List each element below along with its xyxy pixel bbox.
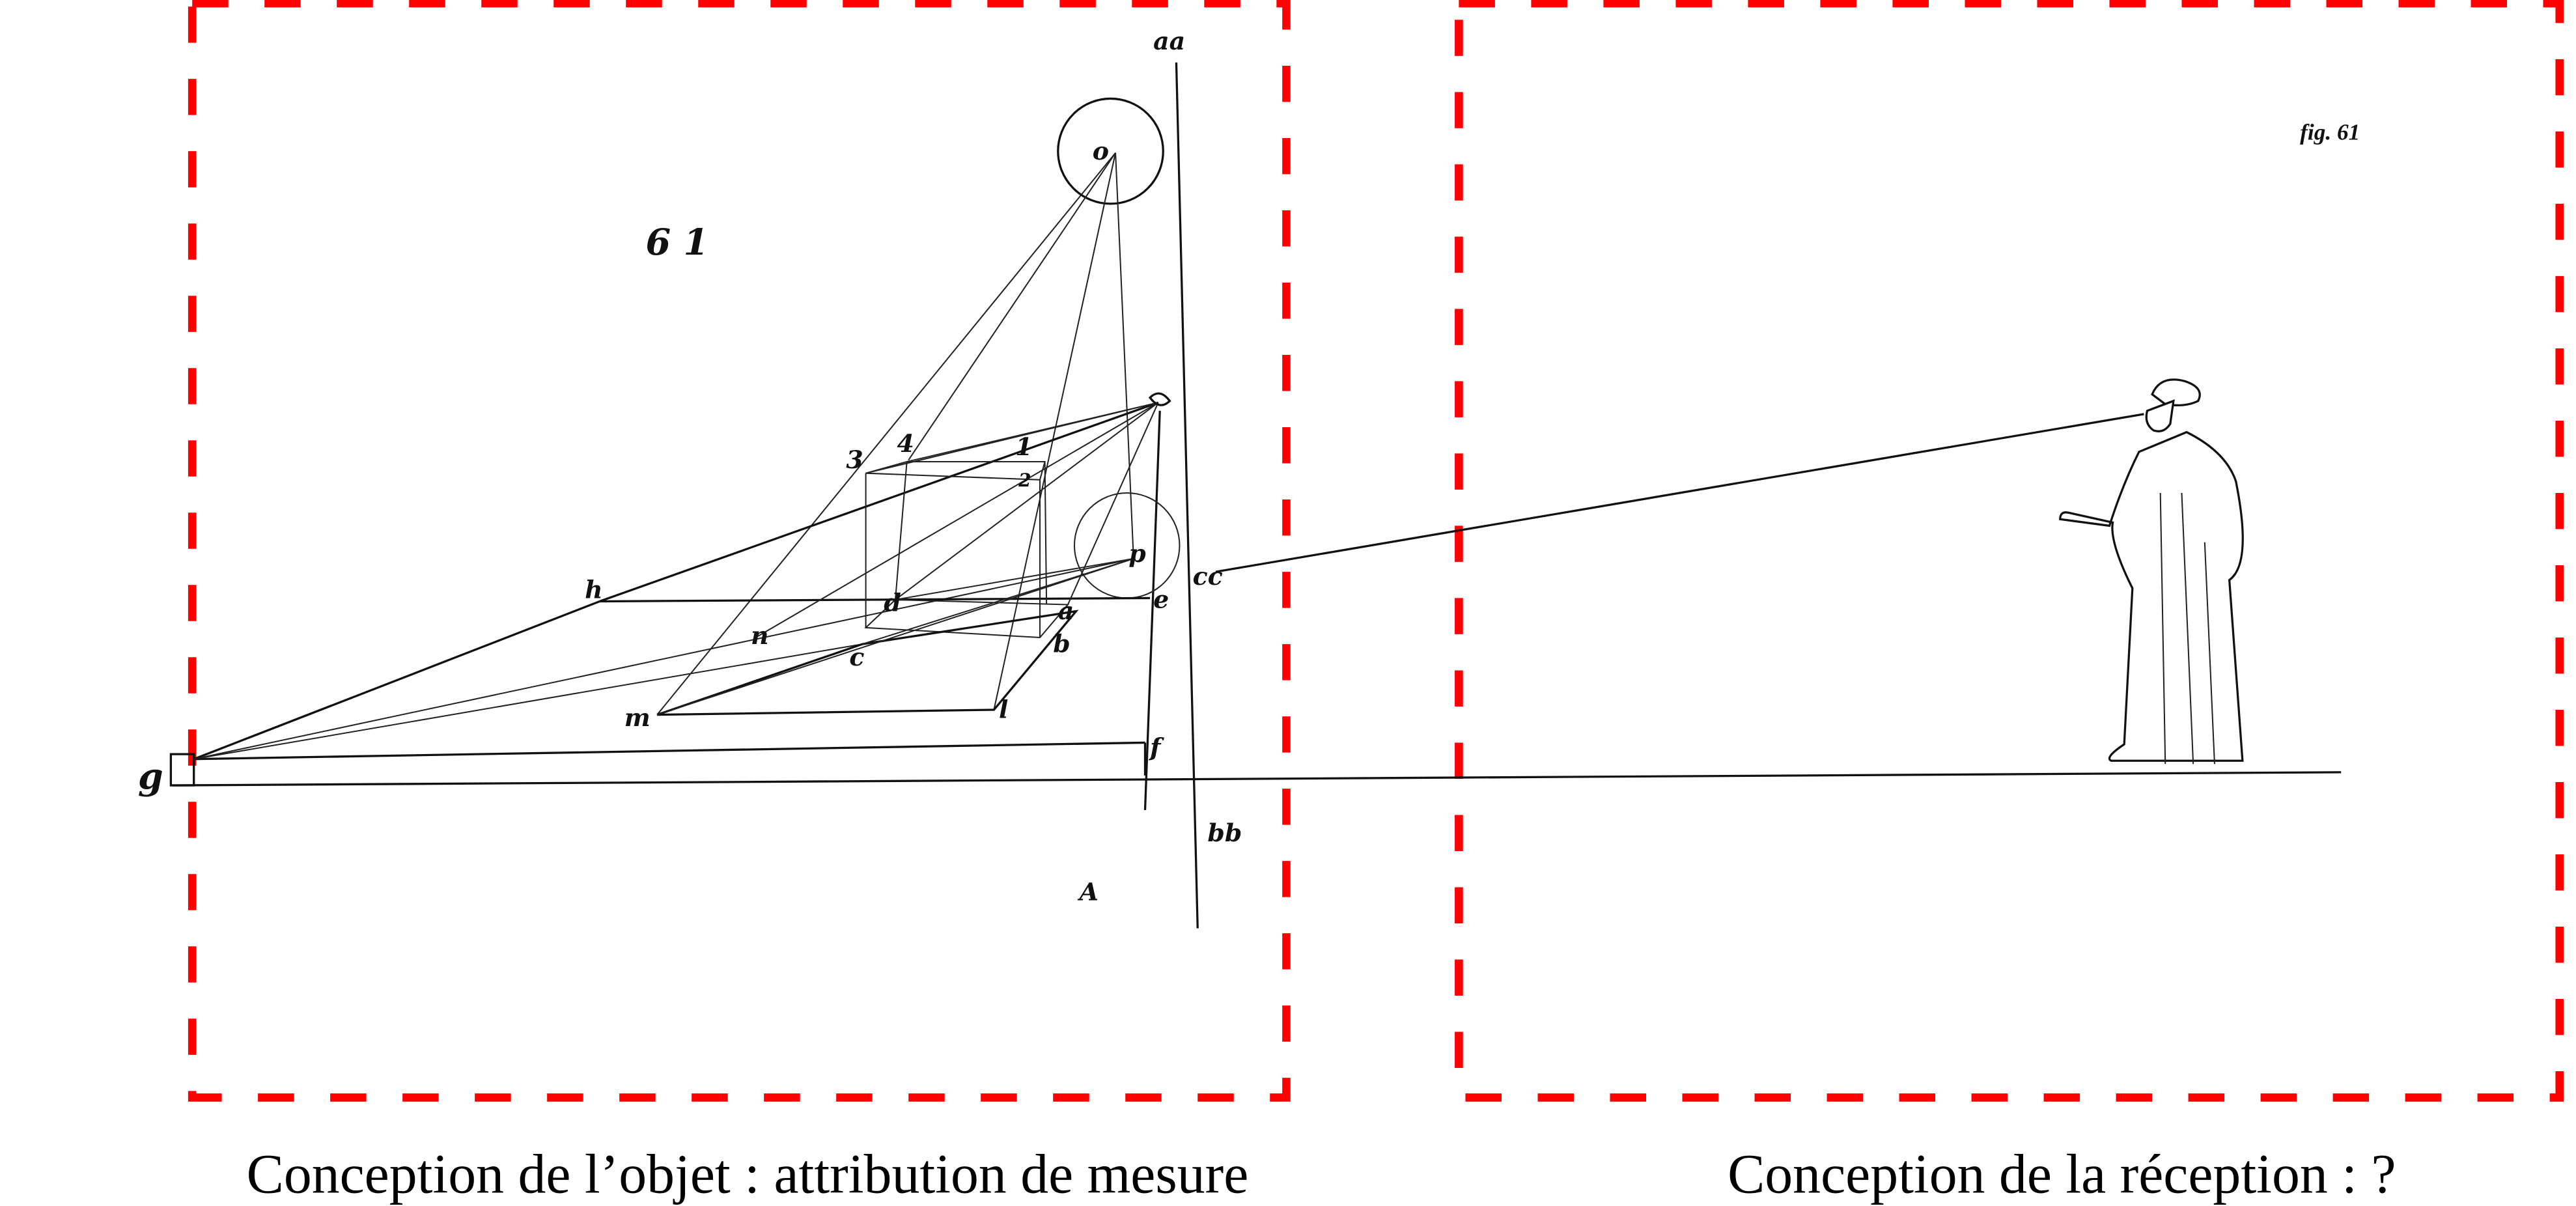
label-4: 4 <box>897 428 914 458</box>
label-1: 1 <box>1015 432 1032 461</box>
label-2: 2 <box>1018 470 1031 491</box>
perspective-construction <box>169 62 2342 929</box>
caption-object-conception: Conception de l’objet : attribution de m… <box>247 1143 1249 1205</box>
label-d: d <box>884 588 901 617</box>
label-A: A <box>1078 877 1099 906</box>
eye-icon <box>1148 392 1171 406</box>
label-l: l <box>999 695 1008 724</box>
label-3: 3 <box>846 445 863 474</box>
reception-conception-frame <box>1455 0 2564 1102</box>
label-f: f <box>1148 733 1164 762</box>
label-cc: cc <box>1193 561 1223 591</box>
plate-number: 6 1 <box>646 221 709 264</box>
label-p: p <box>1128 539 1145 568</box>
label-n: n <box>751 621 769 650</box>
observer-figure <box>2059 378 2244 764</box>
label-o: o <box>1093 136 1109 165</box>
label-aa: aa <box>1153 26 1185 55</box>
figure-label: fig. 61 <box>2300 120 2360 145</box>
label-a: a <box>1058 596 1074 625</box>
label-h: h <box>585 574 603 604</box>
object-conception-frame <box>188 0 1291 1102</box>
caption-reception-conception: Conception de la réception : ? <box>1728 1143 2396 1205</box>
label-b: b <box>1053 629 1070 658</box>
label-c: c <box>849 642 864 671</box>
label-g: g <box>138 755 163 798</box>
label-m: m <box>624 703 651 732</box>
label-bb: bb <box>1207 818 1242 847</box>
label-e: e <box>1153 585 1169 614</box>
